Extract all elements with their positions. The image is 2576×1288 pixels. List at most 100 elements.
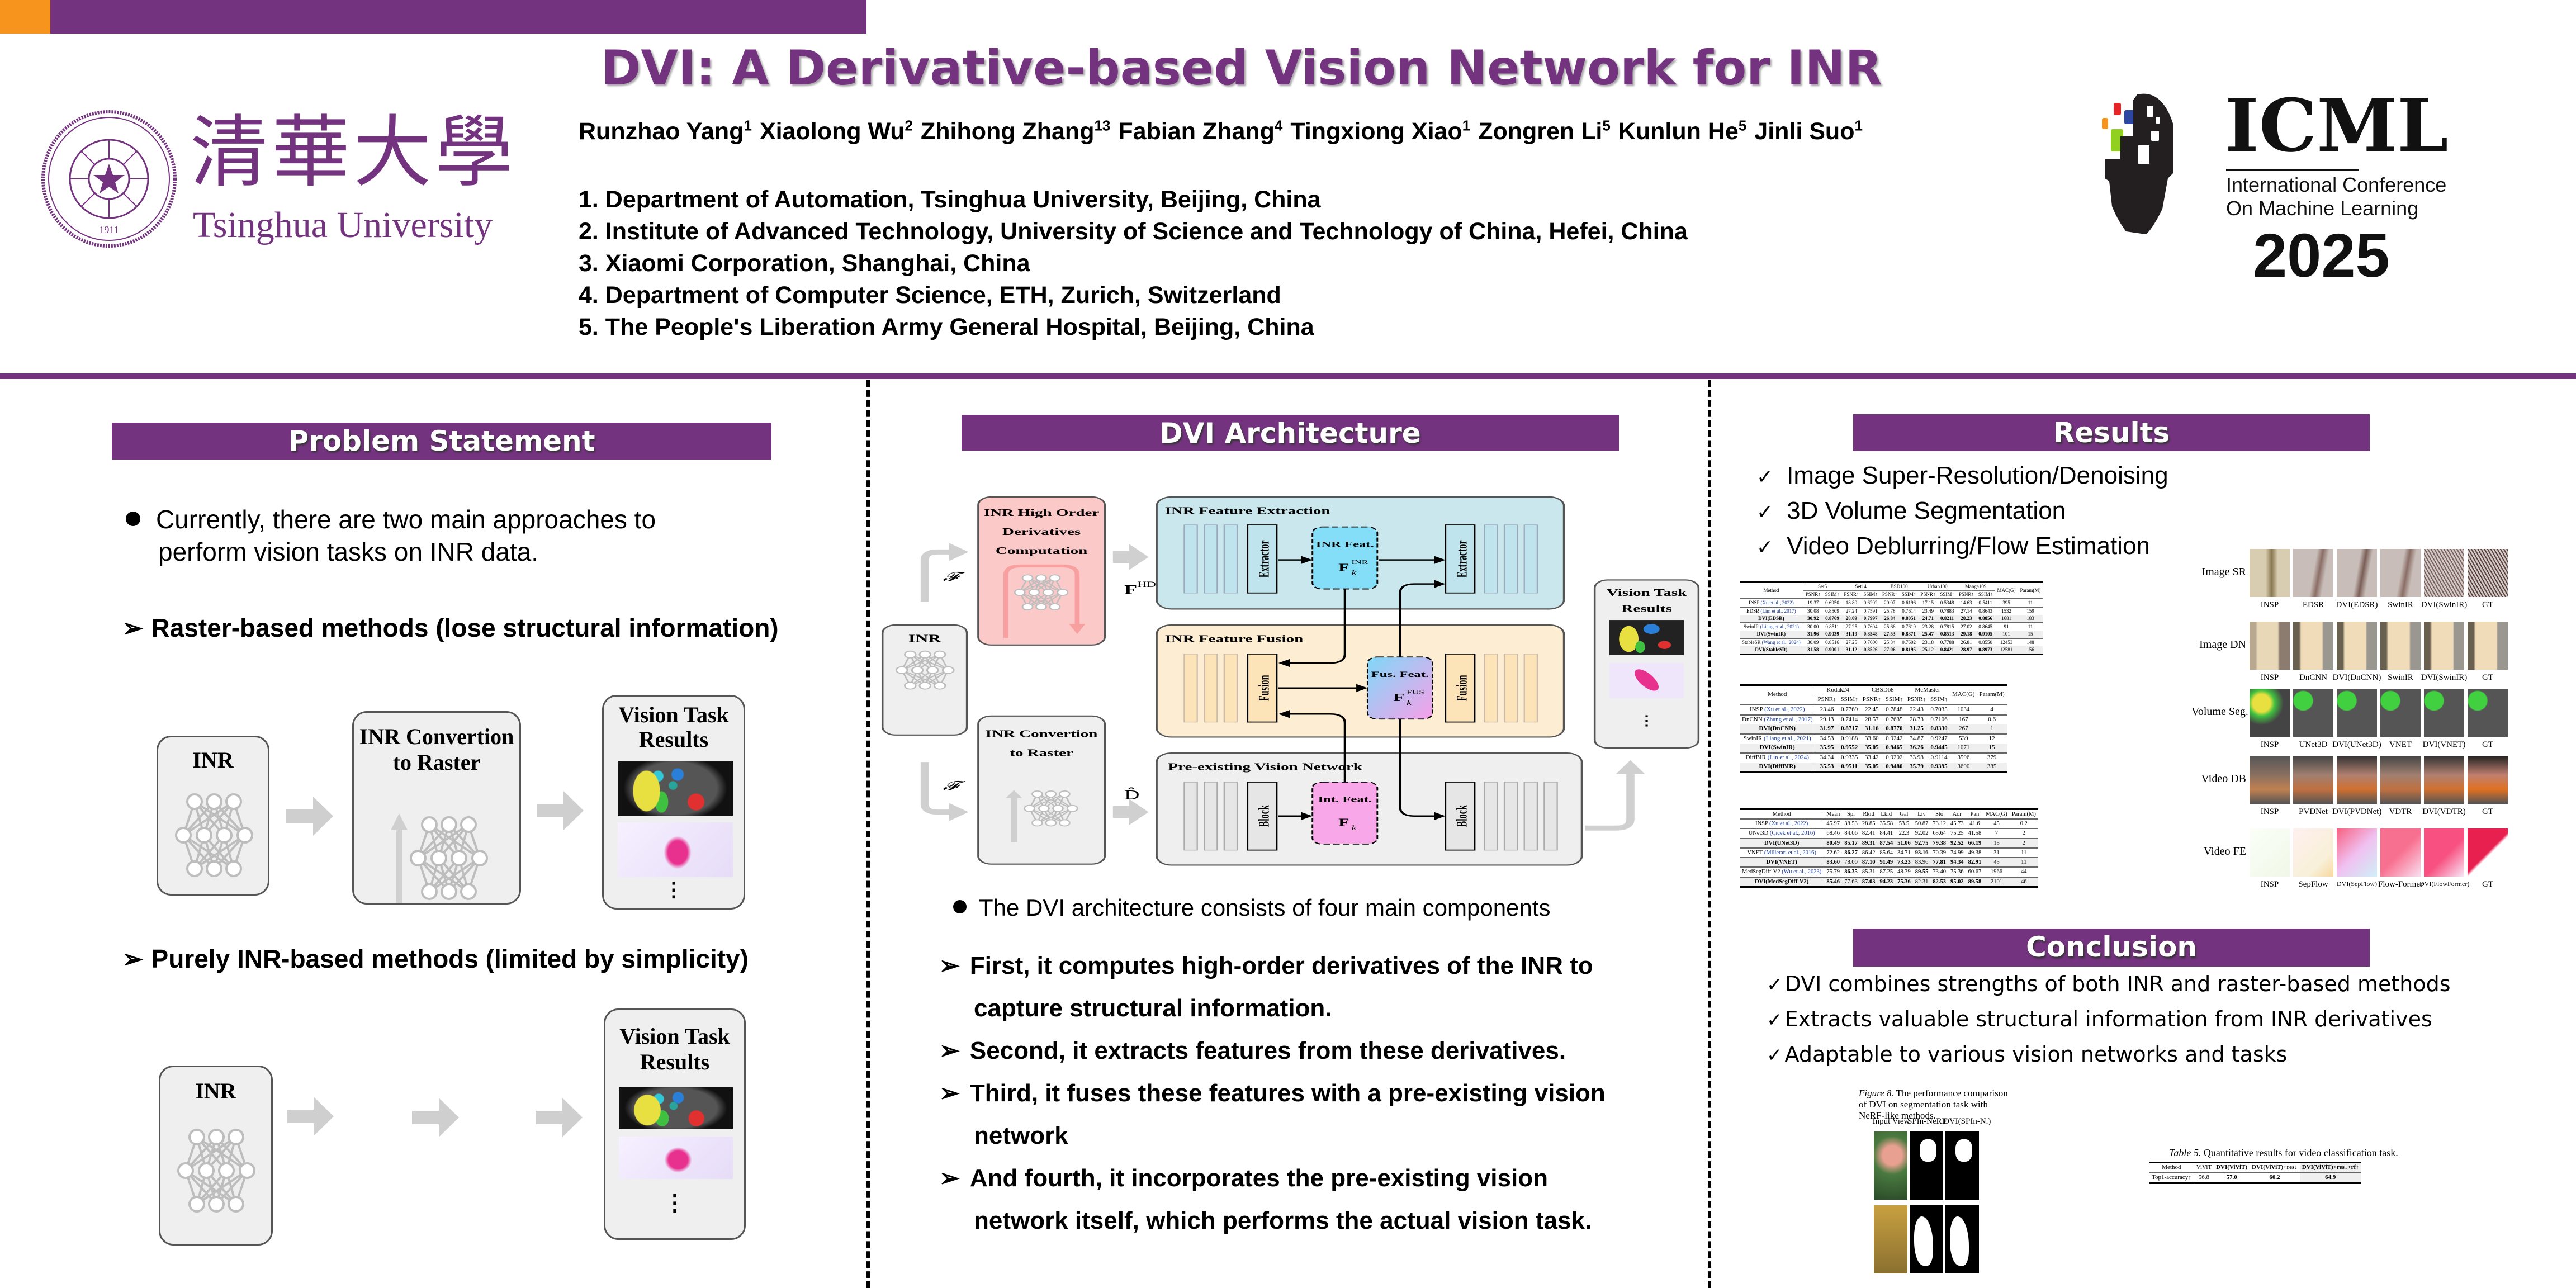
inr-only-inr-box: INR — [159, 1066, 273, 1246]
table-cell: 0.8330 — [1928, 724, 1950, 734]
table-cell: 35.05 — [1860, 762, 1883, 773]
table-cell: 35.79 — [1905, 762, 1928, 773]
arrowhead-icon — [1301, 812, 1313, 820]
table-header: Param(M) — [2018, 581, 2043, 599]
method-reference: (Lim et al., 2017) — [1760, 608, 1796, 614]
result-task: ✓Image Super-Resolution/Denoising — [1756, 462, 2168, 490]
table-cell: 12 — [1977, 733, 2007, 744]
check-icon: ✓ — [1767, 974, 1783, 996]
neural-network-icon — [1014, 574, 1069, 610]
table-header: Manga109 — [1956, 581, 1995, 591]
icml-divider — [2226, 169, 2359, 171]
table-cell: 82.31 — [1912, 876, 1931, 888]
table-cell: 33.98 — [1905, 752, 1928, 763]
table-cell: 148 — [2018, 638, 2043, 647]
figure8-column-label: Input View — [1872, 1117, 1910, 1126]
result-thumbnail — [2293, 622, 2333, 670]
table-cell: 35.53 — [1815, 762, 1839, 773]
table-cell: 22.45 — [1860, 704, 1883, 715]
table-cell: 11 — [2009, 857, 2038, 868]
diagram-label: Vision Task — [1607, 588, 1687, 598]
table-cell: 0.6 — [1977, 714, 2007, 724]
table-header: Mean — [1824, 808, 1843, 820]
method-name: DVI(VNET) — [1766, 859, 1797, 866]
arrowhead-icon — [1434, 812, 1446, 820]
method-name: INSP — [1755, 821, 1768, 827]
result-thumbnail — [2380, 689, 2421, 737]
table-cell: 36.26 — [1905, 743, 1928, 753]
table-cell: 27.24 — [1841, 607, 1862, 615]
diagram-label: INR Convertion — [986, 729, 1098, 740]
result-thumbnail — [2468, 756, 2508, 804]
table-cell: 86.42 — [1859, 847, 1878, 858]
check-icon: ✓ — [1756, 465, 1774, 488]
table-cell: 11 — [2018, 622, 2043, 631]
arrowhead-icon — [1434, 580, 1446, 588]
method-name: StableSR — [1742, 640, 1761, 646]
table-cell: 0.8516 — [1822, 638, 1842, 647]
bullet-dot-icon — [953, 900, 967, 913]
table-cell: 0.9511 — [1838, 762, 1860, 773]
result-thumbnail — [2337, 756, 2377, 804]
table-cell: 0.9202 — [1883, 752, 1905, 763]
table-cell: 78.00 — [1842, 857, 1860, 868]
table-cell: 34.87 — [1905, 733, 1928, 744]
table-cell: 92.02 — [1912, 828, 1931, 839]
table-cell: 34.34 — [1815, 752, 1839, 763]
method-reference: (Liang et al., 2021) — [1764, 735, 1811, 742]
check-icon: ✓ — [1767, 1009, 1783, 1031]
table-cell: 89.31 — [1859, 837, 1878, 848]
method-reference: (Milletari et al., 2016) — [1764, 849, 1816, 856]
thumbnail-caption: VDTR — [2389, 807, 2412, 816]
method-reference: (Xu et al., 2022) — [1769, 821, 1808, 827]
table-cell: 0.6202 — [1861, 598, 1880, 608]
output-arrow-icon — [1585, 772, 1635, 831]
bent-arrow-up-icon — [920, 549, 953, 602]
table-cell: 27.06 — [1879, 646, 1900, 656]
tsinghua-logo: 1911 清華大學 Tsinghua University — [39, 107, 520, 254]
method-reference: (Xu et al., 2022) — [1764, 705, 1805, 713]
bent-arrow-down-icon — [920, 762, 953, 815]
table-cell: 26.84 — [1879, 615, 1900, 623]
arrow-bullet-icon: ➢ — [122, 613, 144, 642]
method-cell: DVI(SwinIR) — [1740, 743, 1816, 753]
thumbnail-caption: SwinIR — [2388, 600, 2413, 609]
conclusion-item: ✓DVI combines strengths of both INR and … — [1767, 972, 2451, 996]
table-header: SSIM↑ — [1863, 591, 1878, 598]
table-cell: 94.23 — [1877, 876, 1896, 888]
layer-bar — [1204, 524, 1218, 594]
result-thumbnail — [2380, 756, 2421, 804]
table-cell: 0.7997 — [1861, 615, 1880, 623]
table-cell: 82.91 — [1966, 857, 1984, 868]
table-header: SSIM↑ — [1930, 695, 1948, 703]
layer-bar — [1223, 782, 1238, 851]
diagram-label: F — [1338, 561, 1349, 574]
column-divider-1 — [866, 380, 870, 1288]
table-cell: 395 — [1995, 598, 2018, 608]
corner-accent — [0, 0, 50, 34]
table-header: Set14 — [1841, 581, 1880, 591]
table-cell: 0.9039 — [1822, 631, 1842, 639]
visual-row-label: Image DN — [2199, 638, 2246, 651]
table-cell: 0.7619 — [1899, 622, 1919, 631]
architecture-step: ➢Second, it extracts features from these… — [939, 1030, 1566, 1072]
block-label: Fusion — [1256, 675, 1272, 701]
table5-label: Table 5. — [2169, 1147, 2201, 1158]
table-cell: 73.23 — [1895, 857, 1913, 868]
network-block — [1445, 782, 1476, 851]
table-cell: 15 — [2018, 631, 2043, 639]
method-name: INSP — [1749, 705, 1763, 713]
method-cell: DnCNN (Zhang et al., 2017) — [1740, 714, 1816, 724]
thumbnail-caption: DVI(SepFlow) — [2337, 880, 2377, 888]
table-header: PSNR↑ — [1805, 591, 1821, 598]
table-header: Urban100 — [1918, 581, 1957, 591]
thumbnail-caption: PVDNet — [2299, 807, 2328, 816]
table-cell: 79.38 — [1930, 837, 1948, 848]
table-cell: 35.95 — [1815, 743, 1839, 753]
table-cell: 64.9 — [2299, 1172, 2361, 1184]
diagram-label: INR High Order — [984, 508, 1100, 518]
